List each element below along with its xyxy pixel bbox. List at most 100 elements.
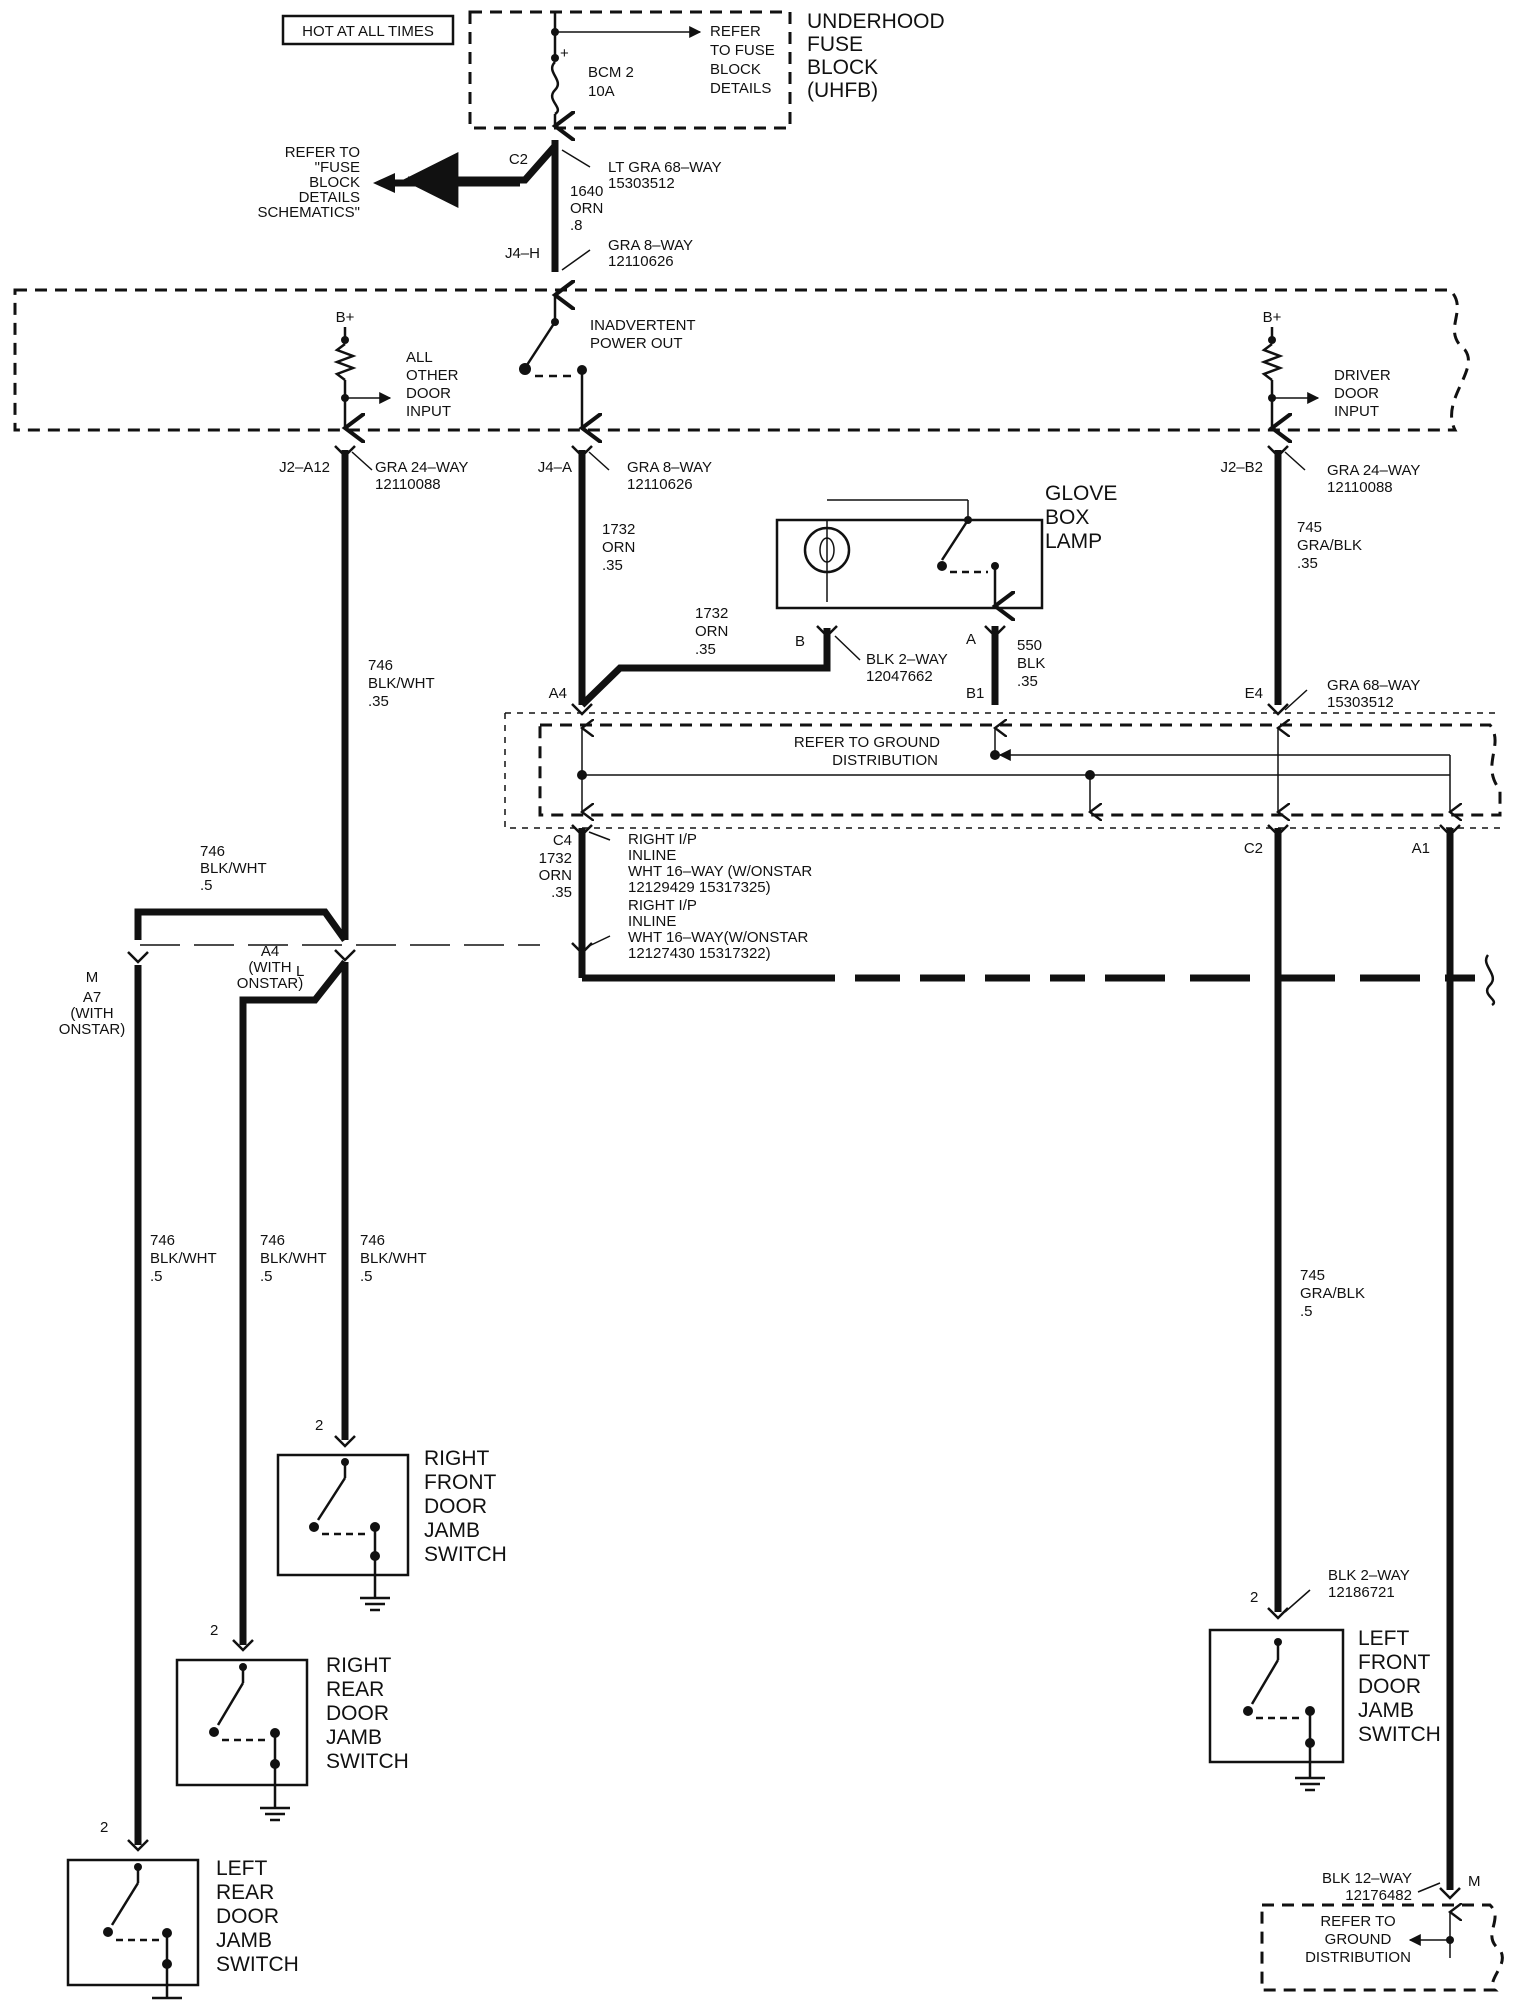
left-door-branches: 746 BLK/WHT .5 M A7 (WITH ONSTAR) A4 (WI… <box>59 843 427 1845</box>
j2a12-connector: GRA 24–WAY <box>375 459 468 476</box>
refer-ground-distribution: REFER TO GROUND <box>794 734 940 751</box>
j4a-connector: GRA 8–WAY <box>627 459 712 476</box>
wire-break-icon <box>1484 954 1496 1007</box>
j4a-part: 12110626 <box>627 476 693 493</box>
svg-text:DOOR: DOOR <box>1358 1675 1421 1698</box>
j4a-pin: J4–A <box>538 459 572 476</box>
svg-text:POWER OUT: POWER OUT <box>590 335 683 352</box>
bplus-right: B+ <box>1263 309 1282 326</box>
rf-pin: 2 <box>315 1417 323 1434</box>
svg-text:SWITCH: SWITCH <box>424 1543 507 1566</box>
hot-at-all-times-label: HOT AT ALL TIMES <box>302 23 434 40</box>
driver-door-input: DRIVER <box>1334 367 1391 384</box>
bottom-refer-ground: REFER TO <box>1320 1913 1395 1930</box>
splice-e4: E4 <box>1245 685 1263 702</box>
left-inline-wire-circuit: 746 <box>200 843 225 860</box>
svg-text:FUSE: FUSE <box>807 33 863 56</box>
bcm-dashed-box <box>13 288 1470 432</box>
lf-switch-box <box>1208 1628 1345 1764</box>
wire-1732-a-circuit: 1732 <box>602 521 635 538</box>
rf-switch-icon <box>309 1522 319 1532</box>
wire-745-low-size: .5 <box>1300 1303 1313 1320</box>
inadvertent-label: INADVERTENT <box>590 317 696 334</box>
fuse-name: BCM 2 <box>588 64 634 81</box>
left-inline-m: M <box>86 969 99 986</box>
bottom-connector: BLK 12–WAY <box>1322 1870 1412 1887</box>
svg-text:"FUSE: "FUSE <box>315 159 360 176</box>
left-inline-a7: A7 <box>83 989 101 1006</box>
left-rear-door-jamb-switch: 2 LEFT REAR DOOR JAMB SWITCH <box>66 1819 299 2000</box>
wire-550-color: BLK <box>1017 655 1045 672</box>
wire-1732-a-color: ORN <box>602 539 635 556</box>
glove-pin-a: A <box>966 631 976 648</box>
svg-text:ONSTAR): ONSTAR) <box>59 1021 125 1038</box>
splice-a4: A4 <box>549 685 567 702</box>
wire-1732-a-size: .35 <box>602 557 623 574</box>
svg-text:REAR: REAR <box>216 1881 274 1904</box>
svg-text:(WITH: (WITH <box>70 1005 113 1022</box>
wire-1732-b-color: ORN <box>695 623 728 640</box>
svg-text:WHT 16–WAY (W/ONSTAR: WHT 16–WAY (W/ONSTAR <box>628 863 812 880</box>
wire-1640-color: ORN <box>570 200 603 217</box>
bottom-m: M <box>1468 1873 1481 1890</box>
splice-a1: A1 <box>1412 840 1430 857</box>
svg-text:WHT 16–WAY(W/ONSTAR: WHT 16–WAY(W/ONSTAR <box>628 929 808 946</box>
svg-text:JAMB: JAMB <box>424 1519 480 1542</box>
svg-text:SWITCH: SWITCH <box>1358 1723 1441 1746</box>
svg-text:SCHEMATICS": SCHEMATICS" <box>257 204 360 221</box>
splice-dashed-box <box>538 723 1502 817</box>
lamp-bulb-icon <box>803 526 851 574</box>
j4h-part: 12110626 <box>608 253 674 270</box>
svg-text:DISTRIBUTION: DISTRIBUTION <box>1305 1949 1411 1966</box>
j2a12-pin: J2–A12 <box>279 459 330 476</box>
left-front-door-jamb-switch: 2 BLK 2–WAY 12186721 LEFT FRONT DOOR JAM… <box>1208 1567 1441 1792</box>
splice-part: 15303512 <box>1327 694 1394 711</box>
underhood-fuse-block: HOT AT ALL TIMES + BCM 2 10A REFER TO FU… <box>281 10 945 130</box>
wire-1640-circuit: 1640 <box>570 183 603 200</box>
svg-text:DOOR: DOOR <box>216 1905 279 1928</box>
right-rear-door-jamb-switch: 2 RIGHT REAR DOOR JAMB SWITCH <box>175 1622 409 1822</box>
right-front-door-jamb-switch: 2 RIGHT FRONT DOOR JAMB SWITCH <box>276 1417 507 1612</box>
svg-text:UNDERHOOD: UNDERHOOD <box>807 10 945 33</box>
left-front-branch: 745 GRA/BLK .5 <box>1267 824 1461 1890</box>
svg-text:DETAILS: DETAILS <box>299 189 360 206</box>
glove-box-lamp-box <box>775 518 1044 610</box>
lf-part: 12186721 <box>1328 1584 1395 1601</box>
wire-746-b-circuit: 746 <box>260 1232 285 1249</box>
inadvertent-switch-icon <box>519 363 531 375</box>
svg-text:BOX: BOX <box>1045 506 1089 529</box>
rr-pin: 2 <box>210 1622 218 1639</box>
svg-text:LEFT: LEFT <box>216 1857 268 1880</box>
uhfb-title: UNDERHOOD FUSE BLOCK (UHFB) <box>807 10 945 102</box>
svg-text:(UHFB): (UHFB) <box>807 79 878 102</box>
uhfb-dashed-box <box>468 10 792 130</box>
j2b2-connector: GRA 24–WAY <box>1327 462 1420 479</box>
wire-746-a-circuit: 746 <box>150 1232 175 1249</box>
svg-text:SWITCH: SWITCH <box>216 1953 299 1976</box>
left-inline-wire-color: BLK/WHT <box>200 860 267 877</box>
bplus-left: B+ <box>336 309 355 326</box>
svg-text:REAR: REAR <box>326 1678 384 1701</box>
rr-switch-box <box>175 1658 309 1787</box>
wire-746-mid-circuit: 746 <box>368 657 393 674</box>
all-other-door-input: ALL <box>406 349 433 366</box>
svg-text:REFER TO: REFER TO <box>285 144 360 161</box>
wire-746-a-size: .5 <box>150 1268 163 1285</box>
fuse-rating: 10A <box>588 83 615 100</box>
left-inline-l: L <box>296 963 304 980</box>
j2a12-part: 12110088 <box>375 476 441 493</box>
j4h-connector: GRA 8–WAY <box>608 237 693 254</box>
svg-text:BLOCK: BLOCK <box>309 174 360 191</box>
svg-text:DOOR: DOOR <box>406 385 451 402</box>
wire-550-circuit: 550 <box>1017 637 1042 654</box>
svg-text:INLINE: INLINE <box>628 847 676 864</box>
svg-text:INLINE: INLINE <box>628 913 676 930</box>
svg-text:DETAILS: DETAILS <box>710 80 771 97</box>
svg-text:INPUT: INPUT <box>1334 403 1379 420</box>
wire-746-b-color: BLK/WHT <box>260 1250 327 1267</box>
wire-746-c-color: BLK/WHT <box>360 1250 427 1267</box>
pullup-resistor-left-icon <box>333 343 357 381</box>
right-ip-inline: C4 1732 ORN .35 RIGHT I/P INLINE WHT 16–… <box>140 824 1496 1007</box>
glove-box-switch-icon <box>937 561 947 571</box>
svg-text:FRONT: FRONT <box>1358 1651 1430 1674</box>
